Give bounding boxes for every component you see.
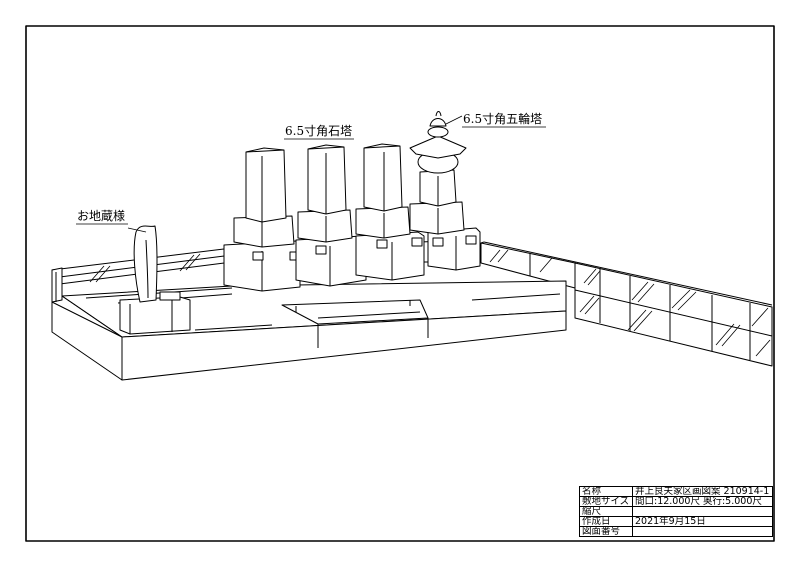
title-value: 2021年9月15日 [632, 516, 773, 527]
jizo-leader [127, 227, 147, 233]
title-block: 名称 井上良夫家区画図案 210914-1 敷地サイズ 間口:12.000尺 奥… [579, 486, 773, 537]
label-gorinto: 6.5寸角五輪塔 [463, 112, 543, 126]
title-row-number: 図面番号 [579, 526, 773, 537]
drawing-border [25, 25, 775, 542]
label-jizo: お地蔵様 [77, 209, 126, 223]
tombstone-2 [295, 144, 367, 287]
jizo-statue [119, 225, 191, 335]
title-row-name: 名称 井上良夫家区画図案 210914-1 [579, 486, 773, 497]
gorinto-leader [445, 115, 463, 125]
title-value [632, 506, 773, 517]
title-row-size: 敷地サイズ 間口:12.000尺 奥行:5.000尺 [579, 496, 773, 507]
gorinto-tower [409, 111, 481, 271]
tombstone-1 [223, 147, 301, 292]
title-row-date: 作成日 2021年9月15日 [579, 516, 773, 527]
title-value: 井上良夫家区画図案 210914-1 [632, 486, 773, 497]
title-key: 図面番号 [579, 526, 633, 537]
title-value: 間口:12.000尺 奥行:5.000尺 [632, 496, 773, 507]
title-key: 名称 [579, 486, 633, 497]
title-key: 敷地サイズ [579, 496, 633, 507]
title-key: 縮尺 [579, 506, 633, 517]
tombstone-3 [355, 143, 425, 281]
back-right-wall [480, 241, 773, 367]
label-kakuishito: 6.5寸角石塔 [285, 124, 353, 138]
title-row-scale: 縮尺 [579, 506, 773, 517]
title-key: 作成日 [579, 516, 633, 527]
title-value [632, 526, 773, 537]
